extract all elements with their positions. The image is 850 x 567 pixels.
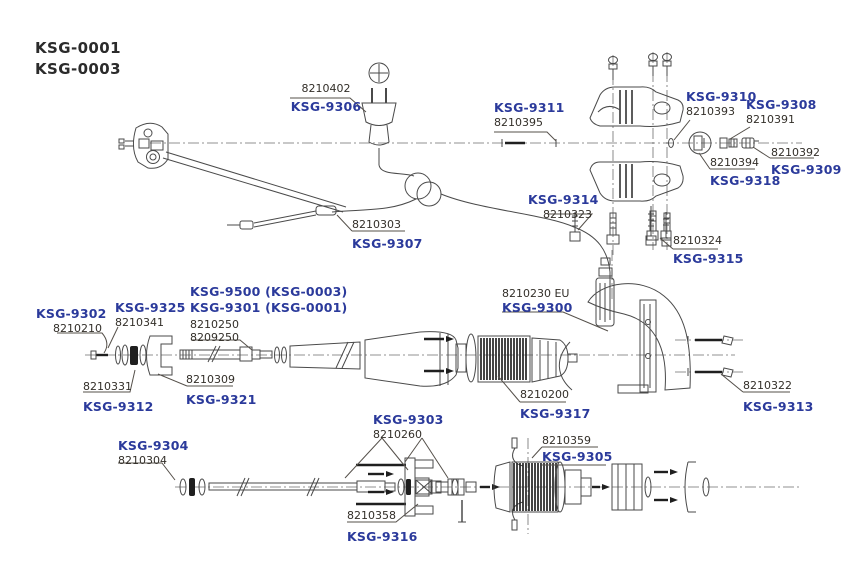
part-number: 8210393: [686, 105, 735, 118]
housing-screws-drawing: [607, 54, 672, 245]
screw-9311-drawing: [502, 139, 556, 147]
part-ref: KSG-9304: [118, 438, 189, 453]
part-ref: KSG-9300: [502, 300, 573, 315]
guard-screws-drawing: [688, 336, 733, 377]
part-number: 8210210: [53, 322, 102, 335]
model-number-1: KSG-0001: [35, 39, 121, 57]
part-ref: KSG-9302: [36, 306, 107, 321]
part-ref: KSG-9315: [673, 251, 744, 266]
part-label-ksg-9500: KSG-9500 (KSG-0003) KSG-9301 (KSG-0001) …: [190, 284, 347, 344]
part-label-ksg-9305: 8210359 KSG-9305: [542, 434, 613, 465]
part-ref: KSG-9305: [542, 449, 613, 464]
part-number: 8210395: [494, 116, 543, 129]
part-number: 8210391: [746, 113, 795, 126]
part-number: 8210200: [520, 388, 569, 401]
part-ref: KSG-9309: [771, 162, 842, 177]
part-ref: KSG-9317: [520, 406, 591, 421]
upper-housing-drawing: [590, 87, 683, 127]
part-label-ksg-9310: KSG-9310 8210393: [686, 89, 757, 118]
part-ref: KSG-9318: [710, 173, 781, 188]
mains-plug-drawing: [362, 63, 396, 165]
part-label-ksg-9325: KSG-9325 8210341: [115, 300, 186, 329]
part-label-ksg-9306: 8210402 KSG-9306: [283, 82, 369, 115]
part-label-ksg-9309: 8210392 KSG-9309: [771, 146, 842, 178]
part-number: 8210322: [743, 379, 792, 392]
part-label-ksg-9316: 8210358 KSG-9316: [347, 509, 418, 545]
part-ref: KSG-9311: [494, 100, 565, 115]
page-title: KSG-0001 KSG-0003: [35, 38, 121, 80]
part-ref: KSG-9306: [290, 99, 362, 114]
part-number: 8210303: [352, 218, 401, 231]
guard-drawing: [559, 284, 690, 393]
part-number: 8210358: [347, 509, 396, 522]
part-label-ksg-9315: 8210324 KSG-9315: [673, 234, 744, 267]
part-number: 8210331: [83, 380, 132, 393]
part-number: 8210359: [542, 434, 591, 447]
part-label-ksg-9312: 8210331 KSG-9312: [83, 380, 154, 415]
leader-lines: [57, 98, 814, 522]
part-ref: KSG-9303: [373, 412, 444, 427]
part-ref: KSG-9314: [528, 192, 599, 207]
part-ref: KSG-9301 (KSG-0001): [190, 300, 348, 315]
bottom-assembly-drawing: [180, 438, 709, 530]
part-ref: KSG-9500 (KSG-0003): [190, 284, 348, 299]
part-label-ksg-9314: KSG-9314 8210323: [528, 192, 599, 221]
part-label-ksg-9304: KSG-9304 8210304: [118, 438, 189, 467]
power-cord-drawing: [163, 152, 610, 290]
part-ref: KSG-9325: [115, 300, 186, 315]
part-ref: KSG-9307: [352, 236, 423, 251]
part-label-ksg-9311: KSG-9311 8210395: [494, 100, 565, 129]
part-number: 8210230 EU: [502, 287, 570, 300]
part-number: 8210260: [373, 428, 422, 441]
part-number: 8210402: [301, 82, 351, 95]
part-number: 8209250: [190, 331, 239, 344]
lower-housing-drawing: [590, 162, 683, 202]
part-label-ksg-9302: KSG-9302 8210210: [36, 306, 107, 335]
part-label-ksg-9317: 8210200 KSG-9317: [520, 388, 591, 422]
part-label-ksg-9303: KSG-9303 8210260: [373, 412, 444, 441]
model-number-2: KSG-0003: [35, 60, 121, 78]
part-ref: KSG-9321: [186, 392, 257, 407]
main-assembly-drawing: [91, 332, 577, 387]
switch-drawing: [596, 258, 614, 326]
part-number: 8210304: [118, 454, 167, 467]
part-ref: KSG-9313: [743, 399, 814, 414]
part-ref: KSG-9312: [83, 399, 154, 414]
part-ref: KSG-9308: [746, 97, 817, 112]
part-number: 8210309: [186, 373, 235, 386]
part-number: 8210341: [115, 316, 164, 329]
part-label-ksg-9318: 8210394 KSG-9318: [710, 156, 781, 189]
part-label-ksg-9307: 8210303 KSG-9307: [352, 218, 423, 252]
screws-9314-9315-drawing: [570, 206, 671, 246]
part-number: 8210392: [771, 146, 820, 159]
part-number: 8210324: [673, 234, 722, 247]
part-ref: KSG-9310: [686, 89, 757, 104]
part-number: 8210250: [190, 318, 239, 331]
part-number: 8210323: [543, 208, 592, 221]
part-ref: KSG-9316: [347, 529, 418, 544]
part-label-ksg-9313: 8210322 KSG-9313: [743, 379, 814, 415]
part-label-ksg-9321: 8210309 KSG-9321: [186, 373, 257, 408]
part-label-ksg-9308: KSG-9308 8210391: [746, 97, 817, 126]
part-number: 8210394: [710, 156, 759, 169]
left-clamp-drawing: [119, 123, 168, 168]
part-label-ksg-9300: 8210230 EU KSG-9300: [502, 287, 573, 316]
